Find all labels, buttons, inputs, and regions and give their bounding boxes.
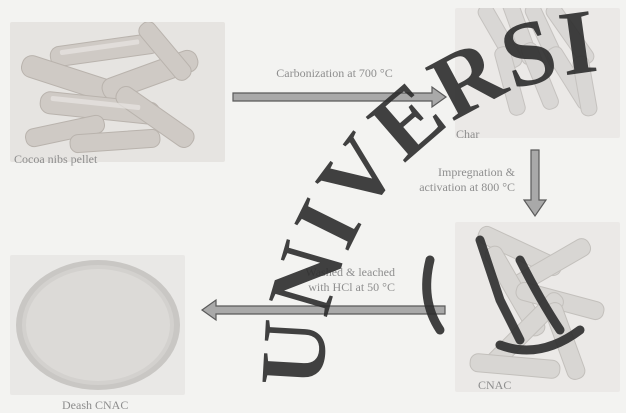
left-arrow-icon — [0, 0, 626, 413]
